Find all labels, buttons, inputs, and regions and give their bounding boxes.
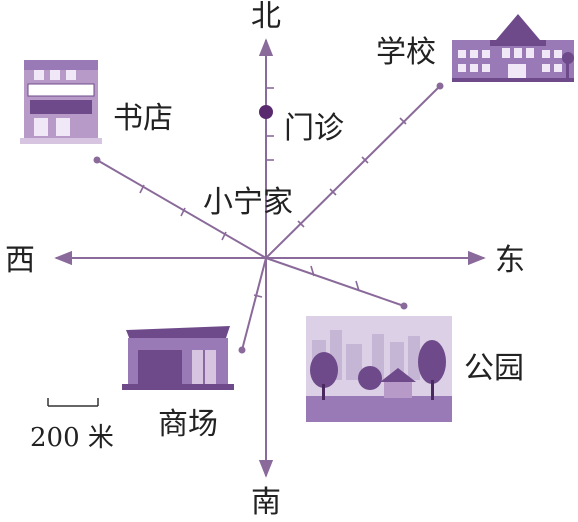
center-label: 小宁家 bbox=[203, 185, 293, 220]
scale-bar bbox=[47, 398, 99, 407]
school-dot bbox=[436, 82, 444, 90]
park-label: 公园 bbox=[464, 351, 524, 386]
line-to-bookstore bbox=[96, 159, 267, 259]
bookstore-label: 书店 bbox=[113, 101, 173, 136]
east-label: 东 bbox=[495, 243, 525, 278]
tick-marks bbox=[139, 87, 407, 298]
school-label: 学校 bbox=[376, 35, 436, 70]
mall-label: 商场 bbox=[158, 407, 218, 442]
school-building-icon bbox=[452, 14, 574, 82]
north-label: 北 bbox=[251, 0, 281, 34]
mall-dot bbox=[238, 346, 246, 354]
line-to-park bbox=[265, 257, 405, 307]
park-dot bbox=[400, 302, 408, 310]
bookstore-building-icon bbox=[20, 60, 102, 144]
clinic-dot bbox=[259, 105, 273, 119]
line-to-school bbox=[265, 85, 441, 259]
west-label: 西 bbox=[5, 243, 35, 278]
scale-label: 200 米 bbox=[30, 423, 114, 453]
line-to-mall bbox=[241, 257, 267, 351]
south-label: 南 bbox=[251, 485, 281, 520]
mall-building-icon bbox=[122, 326, 234, 390]
clinic-label: 门诊 bbox=[284, 111, 344, 146]
park-scene-icon bbox=[306, 316, 452, 422]
bookstore-dot bbox=[93, 156, 101, 164]
